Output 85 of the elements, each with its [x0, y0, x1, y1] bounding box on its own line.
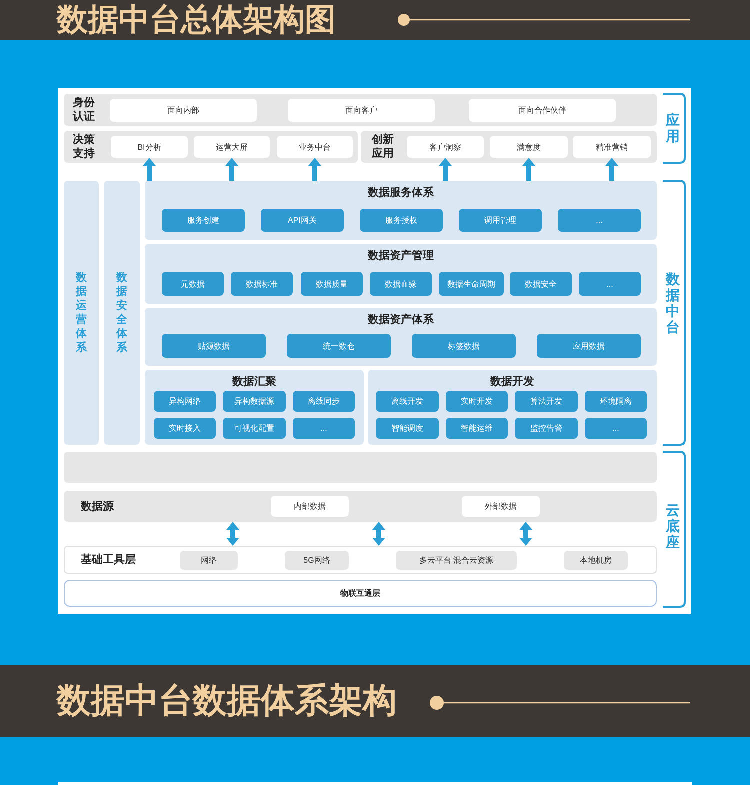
- item-box: 面向客户: [288, 99, 435, 122]
- section-title: 数据中台总体架构图: [57, 2, 336, 38]
- blank-bar: [64, 452, 657, 483]
- module-box: 服务创建: [162, 209, 245, 232]
- module-panel: [145, 244, 657, 304]
- module-panel: [145, 308, 657, 366]
- item-box: 外部数据: [462, 496, 540, 517]
- module-box: ...: [579, 272, 641, 296]
- item-box: 面向合作伙伴: [469, 99, 616, 122]
- layer-box: 物联互通层: [64, 580, 657, 607]
- item-box: 5G网络: [285, 551, 349, 570]
- module-box: 监控告警: [515, 418, 578, 439]
- module-box: API网关: [261, 209, 344, 232]
- item-box: 精准营销: [573, 136, 651, 158]
- module-box: 异构数据源: [223, 391, 286, 412]
- layer-band: [64, 546, 657, 574]
- module-box: 数据血缘: [370, 272, 432, 296]
- module-box: ...: [293, 418, 355, 439]
- module-box: 异构网络: [154, 391, 216, 412]
- module-box: 可视化配置: [223, 418, 286, 439]
- item-box: 面向内部: [110, 99, 257, 122]
- arrow: [143, 158, 156, 181]
- module-panel: [368, 370, 657, 445]
- item-box: 客户洞察: [407, 136, 484, 158]
- module-panel: [145, 370, 364, 445]
- side-column: [64, 181, 99, 445]
- arrow: [522, 158, 536, 181]
- item-box: 运营大屏: [194, 136, 270, 158]
- module-box: 贴源数据: [162, 334, 266, 358]
- module-box: 调用管理: [459, 209, 542, 232]
- panel-title: 数据资产管理: [368, 249, 434, 263]
- module-box: 应用数据: [537, 334, 641, 358]
- arrow: [520, 522, 532, 546]
- arrow: [372, 522, 386, 546]
- item-box: 内部数据: [271, 496, 349, 517]
- module-box: 实时开发: [446, 391, 508, 412]
- item-box: 多云平台 混合云资源: [396, 551, 517, 570]
- panel-title: 数据资产体系: [368, 313, 434, 327]
- item-box: 本地机房: [564, 551, 628, 570]
- section-title: 数据中台数据体系架构: [57, 681, 397, 721]
- column-label: 数据运营体系: [76, 271, 88, 355]
- module-box: ...: [585, 418, 647, 439]
- module-box: 环境隔离: [585, 391, 647, 412]
- panel-title: 数据汇聚: [232, 375, 276, 389]
- module-box: 实时接入: [154, 418, 216, 439]
- layer-label: 基础工具层: [81, 553, 136, 567]
- arrow: [439, 158, 452, 181]
- layer-band: [361, 131, 657, 163]
- module-box: 离线开发: [376, 391, 439, 412]
- layer-label: 创新应用: [372, 133, 395, 161]
- bracket-label: 数据中台: [666, 271, 680, 335]
- panel-title: 数据开发: [490, 375, 534, 389]
- arrow: [226, 158, 238, 181]
- module-box: 算法开发: [515, 391, 578, 412]
- layer-band: [64, 94, 657, 126]
- item-box: BI分析: [111, 136, 188, 158]
- layer-label: 身份认证: [73, 96, 96, 124]
- item-box: 满意度: [490, 136, 568, 158]
- side-column: [104, 181, 140, 445]
- column-label: 数据安全体系: [116, 271, 128, 355]
- module-box: 数据生命周期: [439, 272, 504, 296]
- module-box: 数据标准: [231, 272, 293, 296]
- module-box: ...: [558, 209, 641, 232]
- panel-title: 数据服务体系: [368, 186, 434, 200]
- module-box: 智能运维: [446, 418, 508, 439]
- layer-label: 数据源: [81, 500, 114, 514]
- module-box: 数据安全: [510, 272, 572, 296]
- arrow: [606, 158, 618, 181]
- module-box: 元数据: [162, 272, 224, 296]
- module-box: 服务授权: [360, 209, 443, 232]
- arrow: [226, 522, 240, 546]
- module-box: 统一数仓: [287, 334, 391, 358]
- module-box: 智能调度: [376, 418, 439, 439]
- layer-band: [64, 491, 657, 522]
- module-box: 标签数据: [412, 334, 516, 358]
- layer-label: 决策支持: [73, 133, 96, 161]
- layer-band: [64, 131, 358, 163]
- item-box: 网络: [180, 551, 238, 570]
- module-panel: [145, 181, 657, 240]
- module-box: 数据质量: [301, 272, 363, 296]
- bracket-label: 云底座: [666, 502, 680, 550]
- arrow: [308, 158, 322, 181]
- item-box: 业务中台: [277, 136, 353, 158]
- bracket-label: 应用: [666, 112, 680, 144]
- module-box: 离线同步: [293, 391, 355, 412]
